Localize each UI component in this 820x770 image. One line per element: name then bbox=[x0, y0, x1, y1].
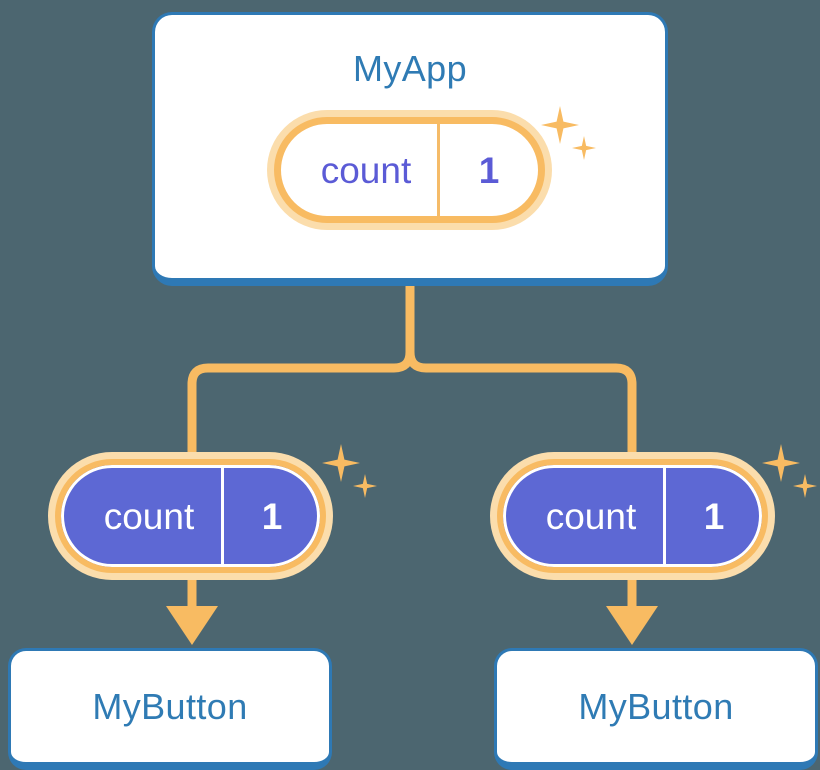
component-card-mybutton-left[interactable]: MyButton bbox=[8, 648, 332, 770]
state-value-label: 1 bbox=[663, 465, 762, 567]
sparkle-small-icon bbox=[793, 474, 817, 498]
state-key-label: count bbox=[545, 495, 637, 537]
state-pill-inner: count 1 bbox=[497, 459, 768, 573]
state-value-label: 1 bbox=[437, 124, 538, 216]
state-value-label: 1 bbox=[221, 465, 320, 567]
component-title: MyButton bbox=[92, 685, 248, 727]
state-pill-child-left[interactable]: count 1 bbox=[48, 452, 333, 580]
arrow-right bbox=[606, 572, 658, 645]
component-card-mybutton-right[interactable]: MyButton bbox=[494, 648, 818, 770]
page-title: MyApp bbox=[352, 48, 468, 89]
state-key-label: count bbox=[320, 149, 412, 191]
arrow-left bbox=[166, 572, 218, 645]
state-pill-inner: count 1 bbox=[274, 117, 545, 223]
state-key-label: count bbox=[103, 495, 195, 537]
sparkle-small-icon bbox=[353, 474, 377, 498]
component-title: MyButton bbox=[578, 685, 734, 727]
state-pill-inner: count 1 bbox=[55, 459, 326, 573]
sparkle-large-icon bbox=[762, 444, 800, 482]
state-branch-connector bbox=[187, 286, 637, 462]
sparkle-large-icon bbox=[322, 444, 360, 482]
state-pill-myapp[interactable]: count 1 bbox=[267, 110, 552, 230]
state-pill-child-right[interactable]: count 1 bbox=[490, 452, 775, 580]
